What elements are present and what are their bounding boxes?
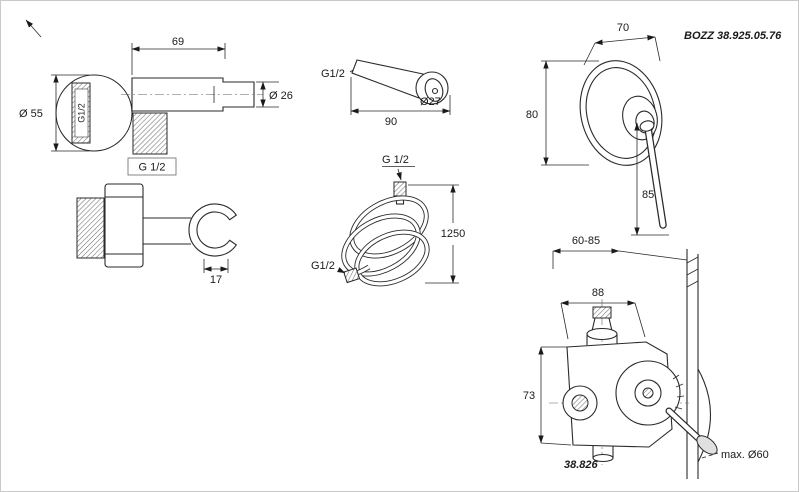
dim-80-label: 80 [526, 109, 538, 121]
hand-shower-drawing: G1/2 90 Ø27 [321, 59, 451, 128]
hose-bottom-fitting [343, 267, 361, 284]
orientation-arrow-icon [25, 19, 42, 38]
wall-hole-plate [697, 368, 711, 463]
dim-55-label: Ø 55 [19, 108, 43, 120]
shower-handle [351, 59, 424, 99]
shower-head [415, 71, 449, 105]
escutcheon [579, 60, 663, 166]
wall-elbow-side-view: 17 [76, 183, 238, 286]
dim-17-label: 17 [210, 274, 222, 286]
shower-holder-ring [188, 203, 238, 257]
dim-holder-width: 17 [203, 259, 229, 286]
valve-lever [665, 407, 718, 455]
outlet-thread-hatch [132, 112, 168, 155]
dim-shower-length: 90 [350, 77, 451, 128]
dim-flange-diameter: Ø 55 [19, 74, 89, 152]
concealed-valve-drawing: 60-85 88 73 [523, 235, 718, 471]
inlet-thread-hatch [76, 197, 105, 259]
valve-bonnet-cap [592, 306, 612, 319]
dim-depth-range: 60-85 [552, 235, 688, 269]
shower-hose-drawing: G 1/2 1250 G1/2 [311, 154, 465, 287]
valve-bonnet-flange [586, 327, 618, 341]
shower-thread-label: G1/2 [321, 68, 345, 80]
hose-bottom-thread: G1/2 [311, 260, 346, 274]
thread-label: G 1/2 [139, 162, 166, 174]
hose-top-thread: G 1/2 [382, 154, 415, 181]
dim-lever-length: 85 [631, 122, 669, 236]
dim-88-label: 88 [592, 287, 604, 299]
valve-bottom-outlet [592, 453, 614, 463]
dim-width-69: 69 [131, 36, 226, 75]
dim-70-label: 70 [617, 22, 629, 34]
dim-valve-height: 73 [523, 346, 572, 446]
dim-trim-width: 70 [583, 22, 661, 66]
dim-85-label: 85 [642, 189, 654, 201]
mixer-trim-drawing: BOZZ 38.925.05.76 70 85 80 [526, 22, 782, 236]
flange-thread-label-box [74, 88, 89, 138]
bracket-body [104, 183, 144, 268]
dim-26-label: Ø 26 [269, 90, 293, 102]
dim-69-label: 69 [172, 36, 184, 48]
max-hole-label: max. Ø60 [721, 449, 769, 461]
hose-thread-top-label: G 1/2 [382, 154, 409, 166]
trim-lever [639, 120, 667, 229]
dim-73-label: 73 [523, 390, 535, 402]
flange-circle [55, 74, 133, 152]
hose-thread-bottom-label: G1/2 [311, 260, 335, 272]
thread-label-box [127, 157, 177, 176]
dim-27-label: Ø27 [420, 96, 441, 108]
valve-model-label: 38.826 [564, 459, 599, 471]
hose-top-fitting [393, 181, 407, 197]
dim-trim-height: 80 [526, 60, 599, 166]
wall-elbow-front-view: 69 G1/2 Ø 55 Ø 26 G 1/2 [19, 19, 293, 176]
max-hole-callout: max. Ø60 [701, 449, 769, 461]
dim-60-85-label: 60-85 [572, 235, 600, 247]
flange-thread-label: G1/2 [77, 103, 87, 123]
product-model-label: BOZZ 38.925.05.76 [684, 30, 782, 42]
dim-valve-width: 88 [560, 287, 646, 340]
dim-hose-length: 1250 [408, 184, 465, 284]
dim-outlet-diameter: Ø 26 [256, 81, 293, 108]
dim-90-label: 90 [385, 116, 397, 128]
dim-1250-label: 1250 [441, 228, 465, 240]
